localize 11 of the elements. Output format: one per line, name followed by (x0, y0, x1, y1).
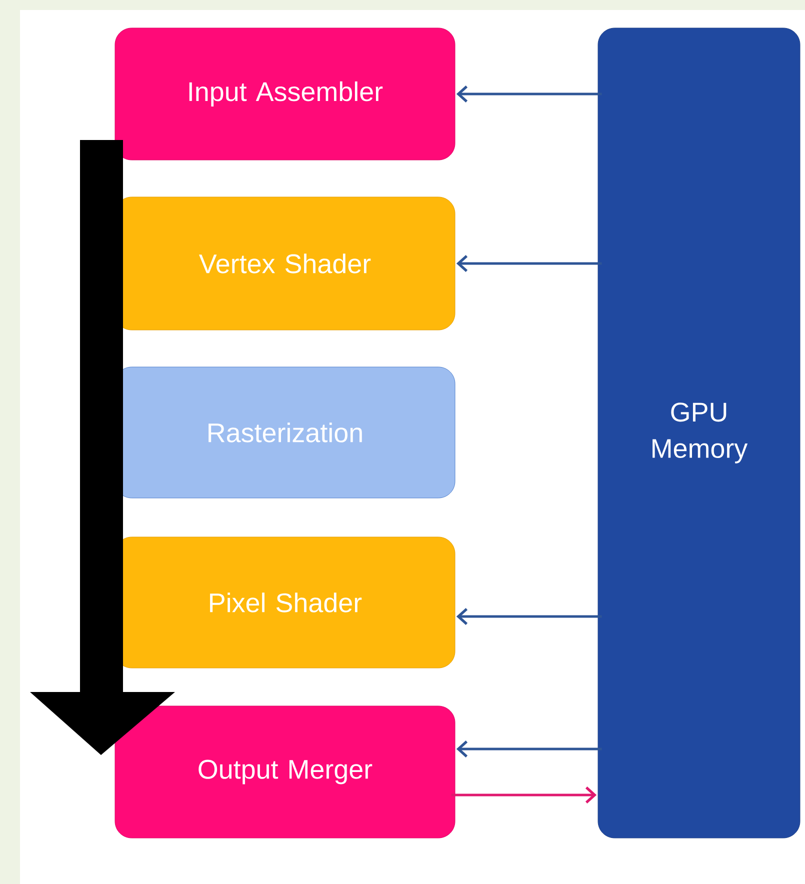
arrow (456, 255, 602, 272)
stage-box: Pixel Shader (114, 536, 456, 668)
arrow (451, 786, 597, 804)
arrow (456, 740, 602, 758)
stage-box: Input Assembler (114, 28, 456, 160)
stage-box: Rasterization (114, 366, 456, 498)
stage-box: Output Merger (114, 706, 456, 838)
memory-box: GPU Memory (598, 28, 800, 838)
stage-box: Vertex Shader (114, 196, 456, 330)
arrow (456, 608, 602, 625)
arrow (456, 86, 602, 102)
